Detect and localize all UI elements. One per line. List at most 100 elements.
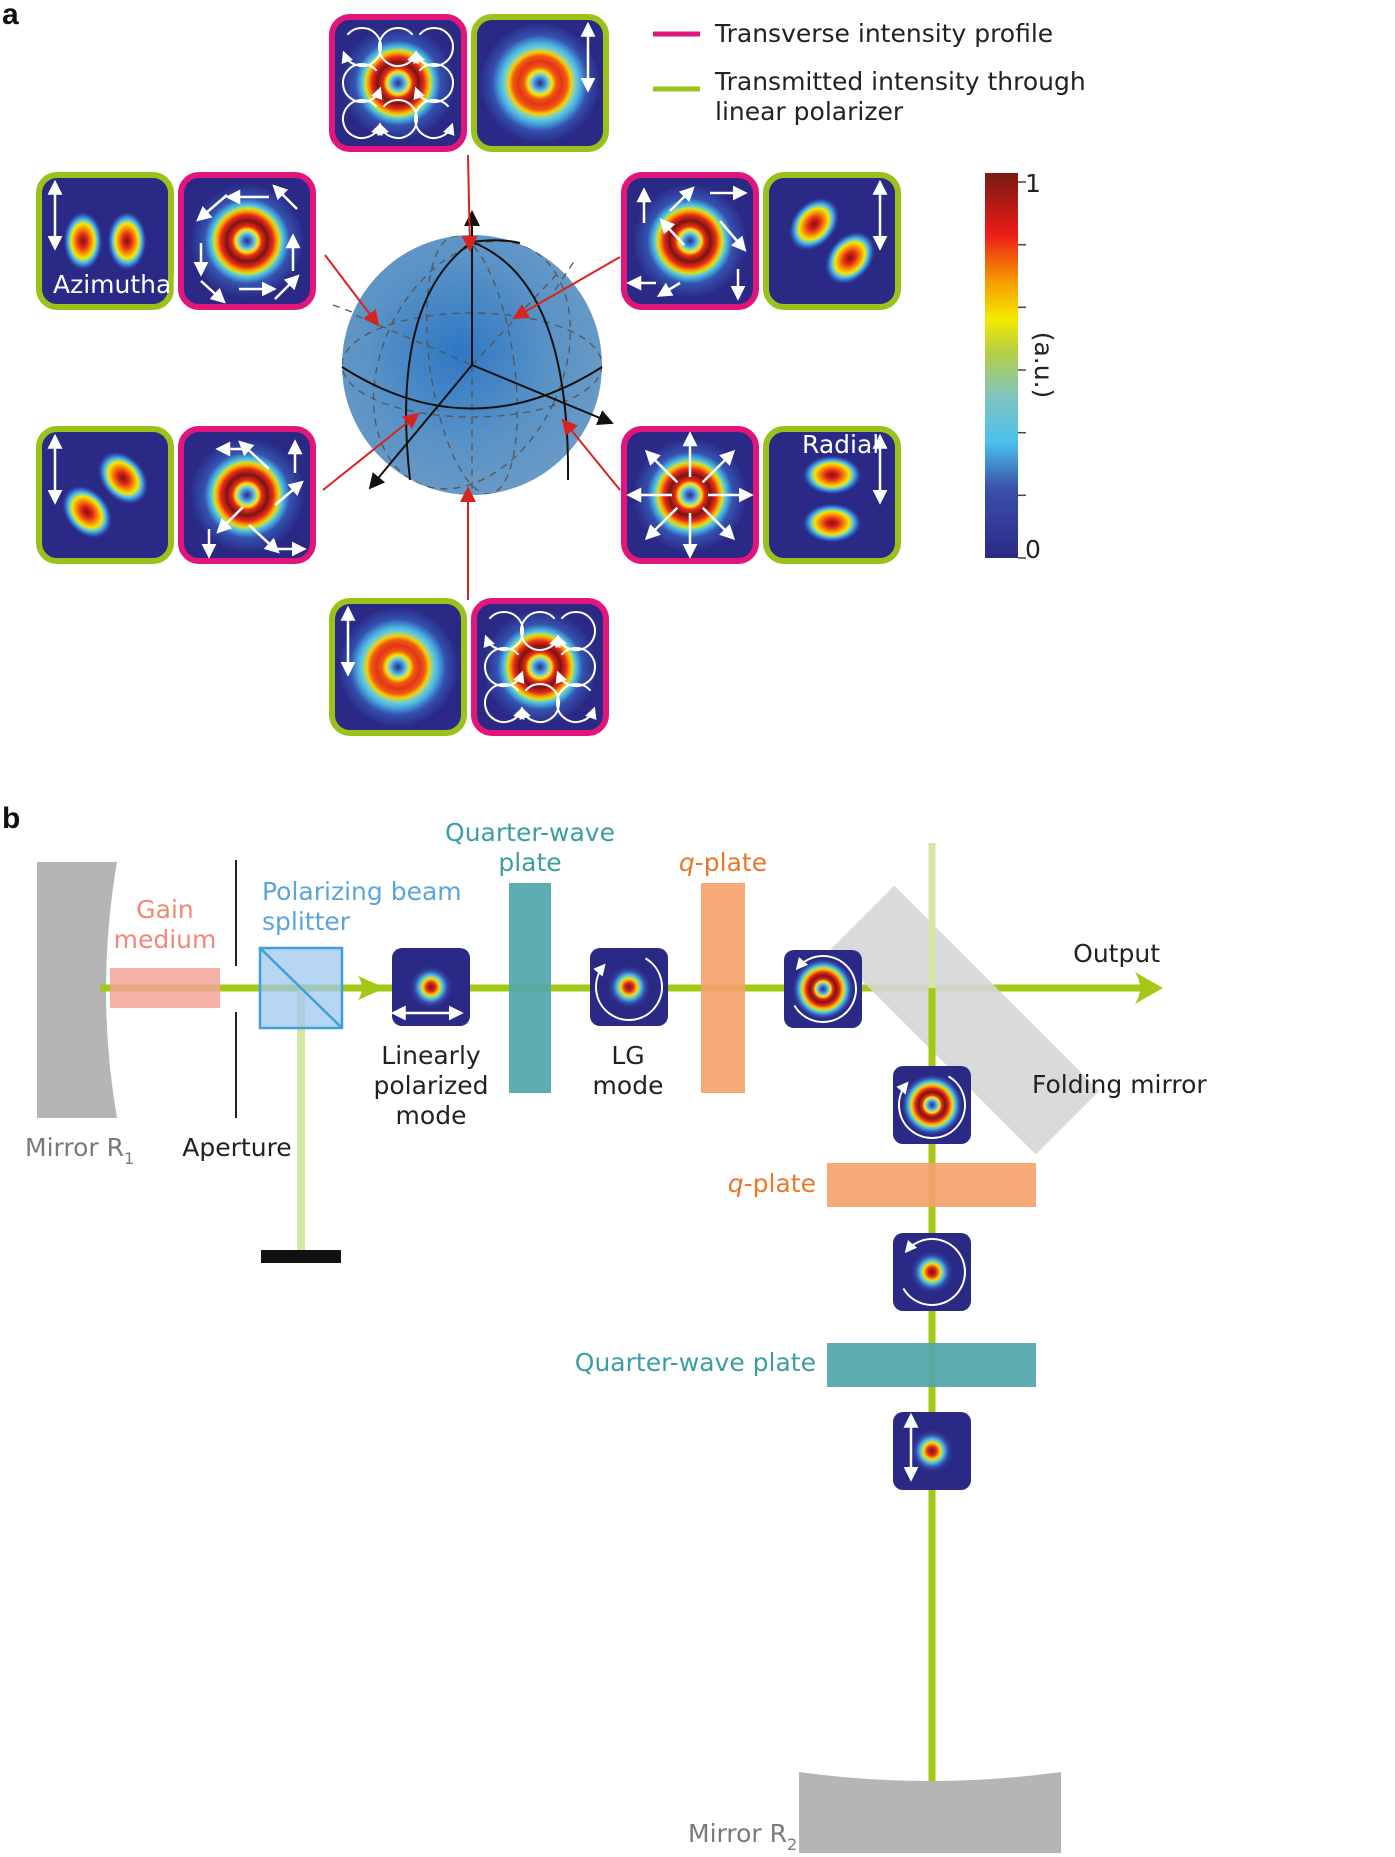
mirror-r2-label: Mirror R2 <box>688 1819 797 1854</box>
dashed-axis-ext-left <box>332 304 356 314</box>
equator <box>341 366 603 410</box>
colorbar-unit-label: (a.u.) <box>1029 332 1058 399</box>
circular-polarization-icon <box>341 27 382 67</box>
circular-polarization-icon <box>555 647 596 687</box>
panel-b-label: b <box>2 802 20 835</box>
tile-label: Azimuthal <box>53 270 178 299</box>
pointer-top <box>461 154 478 252</box>
pbs-label-2: splitter <box>262 907 351 936</box>
intensity-donut <box>793 959 853 1019</box>
legend: Transverse intensity profile Transmitted… <box>653 19 1086 126</box>
mode-tile-vortex-ccw <box>784 950 862 1028</box>
mode-tile-linear-vertical <box>893 1412 971 1490</box>
intensity-donut <box>190 184 304 298</box>
pointer-lower-right <box>561 418 621 491</box>
polarization-arrow-icon <box>719 220 747 252</box>
polarization-arrow-icon <box>200 280 226 304</box>
intensity-lobe <box>61 485 113 539</box>
mirror-r1 <box>37 862 117 1118</box>
pbs-label-1: Polarizing beam <box>262 877 462 906</box>
folding-mirror-label: Folding mirror <box>1032 1070 1207 1099</box>
axis-s2 <box>471 364 614 426</box>
colorbar: 1 0 (a.u.) <box>985 169 1058 564</box>
polarization-arrow-icon <box>644 506 679 541</box>
intensity-gaussian <box>607 965 651 1009</box>
circular-polarization-icon <box>519 683 560 723</box>
intensity-donut <box>633 184 747 298</box>
mode-tile-lg-ccw-1 <box>590 948 668 1026</box>
circular-polarization-icon <box>484 683 525 723</box>
tile-upper-left-transmitted: Azimuthal <box>36 172 178 310</box>
tile-label: Radial <box>802 430 879 459</box>
circular-polarization-icon <box>342 99 383 139</box>
tile-top-profile <box>329 14 467 152</box>
linear-mode-label-2: polarized <box>373 1071 488 1100</box>
qwp-1-label-1: Quarter-wave <box>445 818 615 847</box>
dashed-meridian-2 <box>373 240 571 490</box>
folding-mirror <box>830 885 1100 1155</box>
polarization-arrow-icon <box>274 274 300 300</box>
mirror-r2 <box>799 1772 1061 1853</box>
circular-polarization-icon <box>896 1075 966 1139</box>
legend-label-transmitted-2: linear polarizer <box>715 97 904 126</box>
mode-tile-linear-horizontal <box>390 948 470 1026</box>
pointer-upper-right <box>512 256 621 319</box>
q-plate-1-label: q-plate <box>679 848 767 877</box>
intensity-ring <box>338 607 458 727</box>
intensity-lobe <box>788 197 840 251</box>
intensity-lobe <box>802 503 862 543</box>
aperture-label: Aperture <box>182 1133 291 1162</box>
panel-a-label: a <box>2 0 19 31</box>
legend-label-transmitted-1: Transmitted intensity through <box>714 67 1086 96</box>
circular-polarization-icon <box>377 99 418 139</box>
q-plate-1 <box>701 883 745 1093</box>
quarter-wave-plate-2 <box>827 1343 1036 1387</box>
pbs-diagonal <box>259 947 343 1029</box>
intensity-lobe <box>107 211 147 271</box>
output-arrow-head <box>1135 972 1163 1004</box>
intensity-ring <box>480 23 600 143</box>
polarization-arrow-icon <box>644 449 679 484</box>
tile-upper-right-profile <box>621 172 759 310</box>
circular-polarization-icon <box>520 611 561 651</box>
tile-bottom-transmitted <box>329 598 467 736</box>
legend-label-profile: Transverse intensity profile <box>714 19 1053 48</box>
tile-lower-right-profile <box>621 426 759 564</box>
tile-frame <box>763 172 901 310</box>
intensity-donut <box>483 610 597 724</box>
output-label: Output <box>1073 939 1160 968</box>
polarization-arrow-icon <box>669 186 695 212</box>
intensity-gaussian <box>910 1250 954 1294</box>
polarization-arrow-icon <box>701 449 736 484</box>
tile-frame <box>36 172 174 310</box>
qwp-2-label: Quarter-wave plate <box>575 1348 816 1377</box>
circular-polarization-icon <box>593 957 663 1021</box>
gain-medium-label-2: medium <box>114 925 217 954</box>
q-plate-2 <box>827 1163 1036 1207</box>
lg-mode-label-2: mode <box>593 1071 664 1100</box>
colorbar-max-label: 1 <box>1025 169 1041 198</box>
gain-medium <box>110 968 220 1008</box>
axis-s1 <box>368 364 473 490</box>
lg-mode-label-1: LG <box>611 1041 644 1070</box>
tile-lower-left-transmitted <box>36 426 174 564</box>
circular-polarization-icon <box>414 99 455 139</box>
circular-polarization-icon <box>902 1238 966 1306</box>
polarization-arrow-icon <box>196 194 228 222</box>
intensity-lobe <box>63 211 103 271</box>
polarization-arrow-icon <box>216 506 244 534</box>
tile-upper-left-profile <box>178 172 316 310</box>
intensity-donut <box>902 1075 962 1135</box>
circular-polarization-icon <box>793 955 857 1023</box>
tile-top-transmitted <box>471 14 609 152</box>
mirror-r1-label: Mirror R1 <box>25 1133 134 1168</box>
circular-polarization-icon <box>378 27 419 67</box>
circular-polarization-icon <box>483 611 524 651</box>
circular-polarization-icon <box>484 647 525 687</box>
linear-mode-label-1: Linearly <box>381 1041 481 1070</box>
intensity-lobe <box>824 231 876 285</box>
tile-upper-right-transmitted <box>763 172 901 310</box>
colorbar-min-label: 0 <box>1025 535 1041 564</box>
polarization-arrow-icon <box>248 524 280 554</box>
